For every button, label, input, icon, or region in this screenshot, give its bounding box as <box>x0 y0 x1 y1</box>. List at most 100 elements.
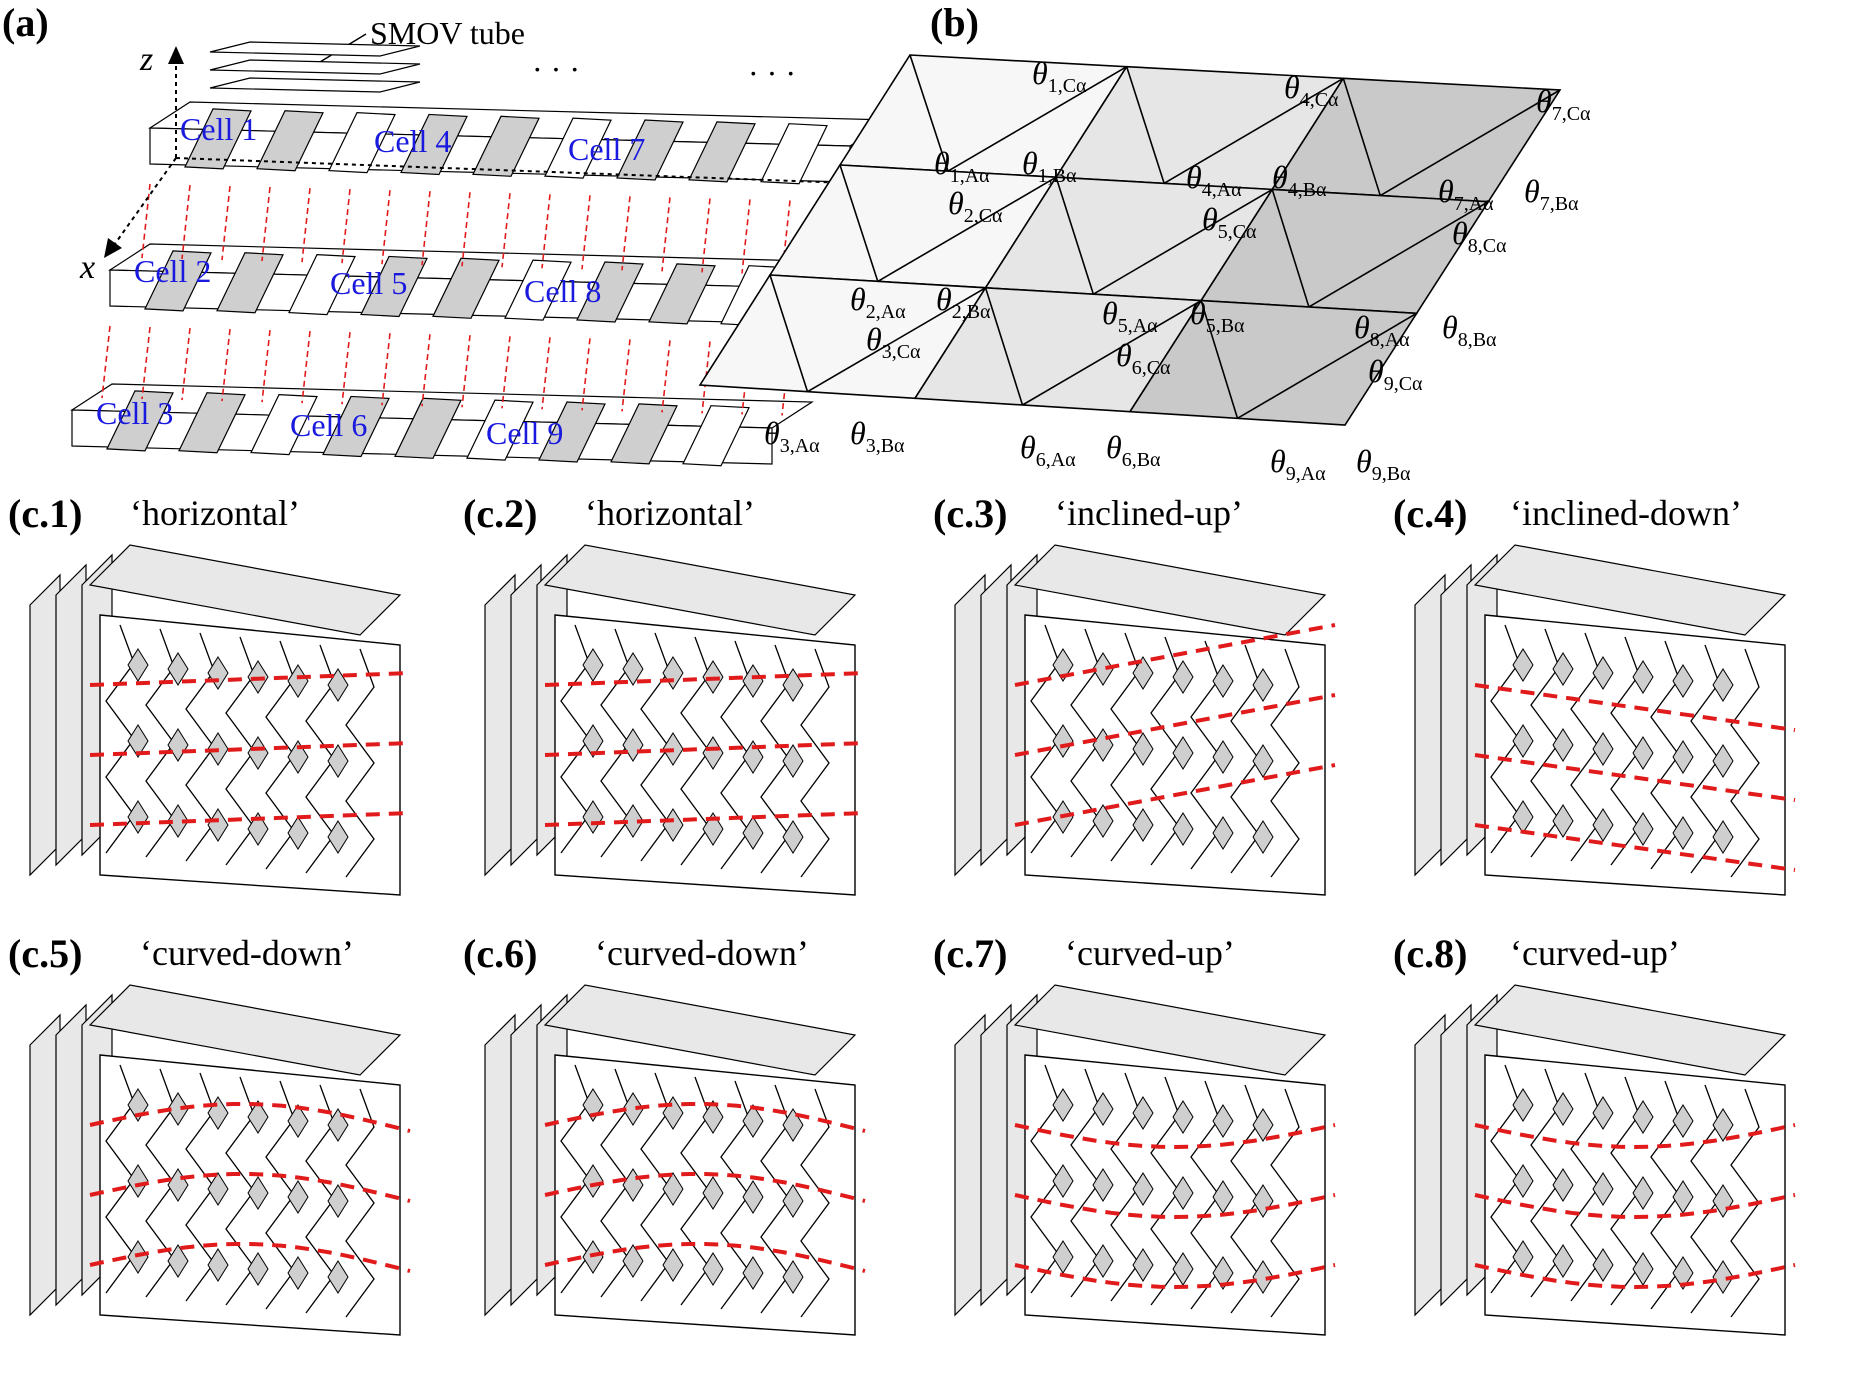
folded-panel <box>616 119 684 181</box>
facet <box>1172 812 1194 846</box>
facet <box>1672 816 1694 850</box>
theta-label: θ7,Cα <box>1536 83 1591 125</box>
panel-c-item: (c.8)‘curved-up’ <box>1393 931 1796 1336</box>
block-top <box>1473 544 1787 636</box>
folded-panel <box>288 253 356 316</box>
facet <box>327 1260 349 1294</box>
facet <box>662 1248 684 1282</box>
facet <box>127 648 149 682</box>
facet <box>1712 668 1734 702</box>
facet <box>287 816 309 850</box>
grid-edge <box>1237 312 1418 420</box>
facet <box>702 1176 724 1210</box>
facet <box>1132 1096 1154 1130</box>
facet <box>1052 648 1074 682</box>
folded-panel <box>610 403 678 465</box>
facet <box>1672 740 1694 774</box>
grid-edge <box>1092 188 1273 295</box>
facet <box>1252 820 1274 854</box>
grid-edge <box>1125 66 1165 184</box>
theta-label: θ2,Bα <box>936 281 991 323</box>
block-top <box>1013 544 1327 636</box>
folded-panel <box>394 397 462 459</box>
panel-c-caption: ‘horizontal’ <box>585 493 755 533</box>
facet <box>702 1100 724 1134</box>
crease-line <box>345 648 375 878</box>
facet <box>1252 1108 1274 1142</box>
facet <box>327 1184 349 1218</box>
folded-panel <box>648 263 716 325</box>
profile-dashed-line <box>1474 753 1796 802</box>
facet <box>1172 660 1194 694</box>
panel-b-label: (b) <box>930 0 979 45</box>
dashed-link <box>181 327 191 401</box>
cell-label: Cell 5 <box>330 265 407 301</box>
grid-edge <box>807 287 986 393</box>
profile-dashed-line <box>544 671 866 687</box>
x-axis-line <box>111 157 177 249</box>
facet <box>287 1256 309 1290</box>
dashed-link <box>421 334 431 407</box>
panel-c-caption: ‘inclined-down’ <box>1510 493 1742 533</box>
profile-dashed-line <box>1474 1193 1796 1220</box>
folded-panel <box>576 261 644 323</box>
facet <box>1212 816 1234 850</box>
panel-c-label: (c.6) <box>463 931 537 976</box>
smov-tube <box>209 41 421 93</box>
tube-row <box>108 243 852 327</box>
folded-panel <box>466 399 534 461</box>
facet <box>1052 1088 1074 1122</box>
facet <box>247 1100 269 1134</box>
folded-panel <box>360 255 428 318</box>
ellipsis-2: · · · <box>748 55 796 91</box>
facet <box>1172 1176 1194 1210</box>
facet <box>1552 1168 1574 1202</box>
facet <box>1672 1256 1694 1290</box>
smov-tube-layer <box>209 77 421 93</box>
folded-panel <box>106 390 174 452</box>
theta-label: θ3,Bα <box>850 415 905 457</box>
grid-cell <box>1128 299 1419 426</box>
facet <box>247 1176 269 1210</box>
x-axis-label: x <box>79 249 95 286</box>
panel-c-item: (c.2)‘horizontal’ <box>463 491 866 896</box>
facet <box>1132 1248 1154 1282</box>
facet <box>702 812 724 846</box>
folded-panel <box>216 252 284 314</box>
triangle-grid <box>698 54 1562 426</box>
folded-panel <box>184 108 252 170</box>
theta-label: θ9,Cα <box>1368 353 1423 395</box>
profile-dashed-line <box>544 1242 866 1273</box>
cell-label: Cell 7 <box>568 131 645 167</box>
facet <box>1632 660 1654 694</box>
facet <box>742 1104 764 1138</box>
facet <box>782 1184 804 1218</box>
z-axis-label: z <box>139 41 153 78</box>
facet <box>207 1172 229 1206</box>
theta-label: θ1,Cα <box>1032 55 1087 97</box>
profile-dashed-line <box>89 1242 411 1273</box>
folded-panel <box>322 395 390 458</box>
facet <box>167 804 189 838</box>
theta-label: θ2,Cα <box>948 185 1003 227</box>
facet <box>702 1252 724 1286</box>
dashed-link <box>621 196 631 271</box>
panel-c-caption: ‘curved-down’ <box>140 933 354 973</box>
theta-label: θ9,Bα <box>1356 443 1411 485</box>
facet <box>1712 820 1734 854</box>
panel-c-label: (c.3) <box>933 491 1007 536</box>
folded-panel <box>144 250 212 312</box>
facet <box>1212 1256 1234 1290</box>
panel-c-caption: ‘curved-down’ <box>595 933 809 973</box>
dashed-link <box>261 330 271 403</box>
dashed-link <box>461 192 471 267</box>
folded-panel <box>688 121 756 183</box>
facet <box>1092 652 1114 686</box>
x-axis-arrow <box>104 238 122 258</box>
facet <box>287 1104 309 1138</box>
facet <box>622 1092 644 1126</box>
dashed-link <box>221 185 231 261</box>
grid-edge <box>947 65 1128 172</box>
